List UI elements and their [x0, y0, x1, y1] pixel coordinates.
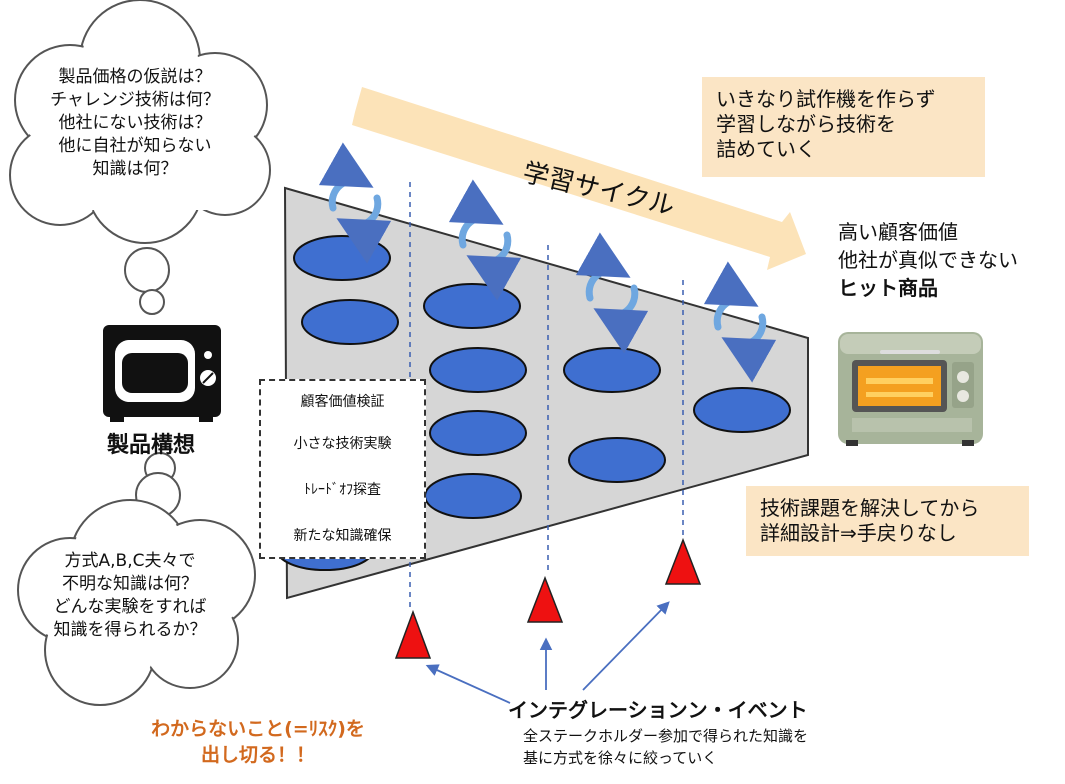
hit-product-label: ヒット商品 [838, 276, 938, 300]
stage-item: 新たな知識確保 [293, 528, 392, 544]
stage-item: 顧客価値検証 [300, 394, 385, 410]
option-ellipse [429, 410, 527, 456]
thought-bubble-bottom-text: 方式A,B,C夫々で 不明な知識は何？ どんな実験をすれば 知識を得られるか？ [30, 550, 230, 642]
note-line: 技術課題を解決してから [760, 496, 980, 520]
option-ellipse [563, 347, 661, 393]
cycle-arrows-icon [575, 232, 649, 354]
event-desc-line: 基に方式を徐々に絞っていく [523, 749, 718, 767]
toaster-photo [838, 332, 983, 446]
option-ellipse [429, 347, 527, 393]
option-ellipse [423, 283, 521, 329]
note-bottom: 技術課題を解決してから 詳細設計⇒手戻りなし [746, 486, 1029, 556]
thought-line: 他に自社が知らない [58, 136, 212, 156]
risk-line: わからないこと(=ﾘｽｸ)を [151, 718, 365, 740]
note-line: いきなり試作機を作らず [716, 87, 936, 111]
note-line: 学習しながら技術を [716, 112, 896, 136]
red-triangle-marker [394, 609, 432, 659]
thought-line: 製品価格の仮説は？ [58, 67, 212, 87]
option-ellipse [568, 437, 666, 483]
option-ellipse [424, 473, 522, 519]
cycle-arrows-icon [318, 142, 392, 264]
thought-line: 不明な知識は何？ [62, 574, 198, 594]
integration-event-markers [394, 537, 702, 659]
stage-item: ﾄﾚｰﾄﾞｵﾌ探査 [304, 482, 381, 498]
cycle-arrows-icon [448, 179, 522, 301]
risk-message: わからないこと(=ﾘｽｸ)を 出し切る！！ [118, 716, 398, 768]
red-triangle-marker [664, 537, 702, 585]
cycle-arrows-icon [703, 261, 777, 383]
thought-line: 他社にない技術は？ [58, 113, 212, 133]
option-ellipse [293, 235, 391, 281]
thought-line: チャレンジ技術は何？ [50, 90, 220, 110]
integration-event-title: インテグレーションン・イベント [508, 698, 808, 722]
thought-line: 知識は何？ [92, 159, 178, 179]
thought-bubble-top-text: 製品価格の仮説は？ チャレンジ技術は何？ 他社にない技術は？ 他に自社が知らない… [35, 66, 235, 181]
note-top: いきなり試作機を作らず 学習しながら技術を 詰めていく [702, 77, 985, 177]
thought-cloud-bottom [17, 452, 256, 706]
thought-cloud-top [9, 0, 271, 315]
cycle-icons [318, 142, 777, 383]
option-ellipse [301, 299, 399, 345]
thought-line: 知識を得られるか？ [53, 620, 207, 640]
stage-item: 小さな技術実験 [293, 436, 392, 452]
thought-line: どんな実験をすれば [53, 597, 207, 617]
stage-list: 顧客価値検証 小さな技術実験 ﾄﾚｰﾄﾞｵﾌ探査 新たな知識確保 [259, 379, 426, 559]
result-text: 高い顧客価値 他社が真似できない ヒット商品 [838, 218, 1018, 302]
option-ellipse [693, 387, 791, 433]
note-line: 詳細設計⇒手戻りなし [760, 521, 957, 545]
integration-event-description: 全ステークホルダー参加で得られた知識を 基に方式を徐々に絞っていく [523, 725, 808, 769]
risk-line: 出し切る！！ [200, 744, 315, 766]
note-line: 詰めていく [716, 137, 816, 161]
toaster-oven-icon [103, 325, 221, 422]
thought-line: 方式A,B,C夫々で [64, 551, 196, 571]
result-line: 他社が真似できない [838, 248, 1018, 272]
red-triangle-marker [526, 575, 564, 623]
learning-cycle-arrow [352, 87, 806, 270]
event-pointer-arrows [425, 601, 670, 704]
product-concept-label: 製品構想 [107, 433, 196, 458]
result-line: 高い顧客価値 [838, 220, 958, 244]
event-desc-line: 全ステークホルダー参加で得られた知識を [523, 727, 809, 745]
